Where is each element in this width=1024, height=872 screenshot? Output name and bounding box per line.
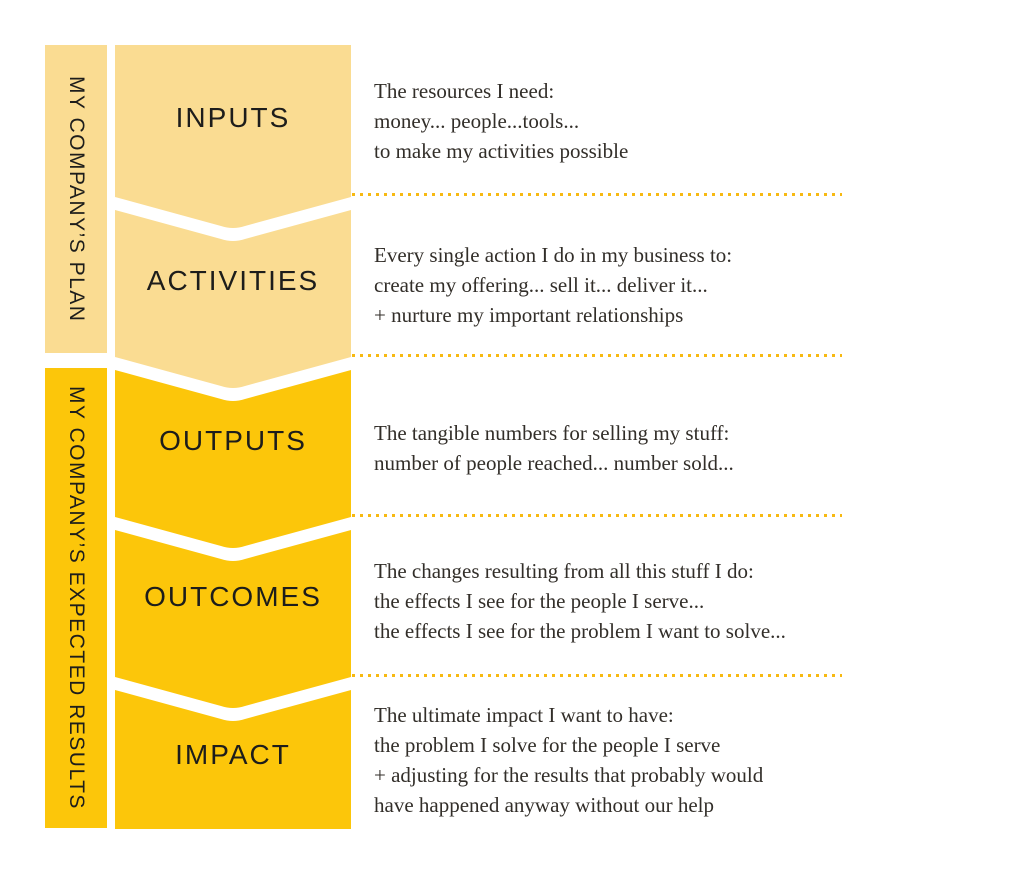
stage-description-outcomes: The changes resulting from all this stuf… — [374, 559, 786, 643]
stage-label-impact: IMPACT — [175, 739, 291, 770]
dotted-separator — [352, 193, 842, 197]
dotted-separator — [352, 514, 842, 518]
stage-description-inputs: The resources I need: money... people...… — [374, 79, 629, 163]
chevron-outputs — [115, 370, 351, 548]
dotted-separator — [352, 354, 842, 358]
chevron-column — [115, 45, 351, 829]
chevron-impact — [115, 690, 351, 829]
sidebar-group-plan: MY COMPANY’S PLAN — [45, 45, 107, 353]
stage-label-outputs: OUTPUTS — [159, 425, 307, 456]
chevron-outcomes — [115, 530, 351, 708]
stage-description-outputs: The tangible numbers for selling my stuf… — [374, 421, 734, 475]
stage-description-activities: Every single action I do in my business … — [374, 243, 733, 327]
dotted-separator — [352, 674, 842, 678]
stage-label-outcomes: OUTCOMES — [144, 581, 322, 612]
chevron-activities — [115, 210, 351, 388]
stage-description-impact: The ultimate impact I want to have: the … — [374, 703, 764, 817]
sidebar-group-expected-results: MY COMPANY’S EXPECTED RESULTS — [45, 368, 107, 828]
stage-label-inputs: INPUTS — [175, 102, 291, 133]
chevron-inputs — [115, 45, 351, 228]
stage-label-activities: ACTIVITIES — [146, 265, 320, 296]
